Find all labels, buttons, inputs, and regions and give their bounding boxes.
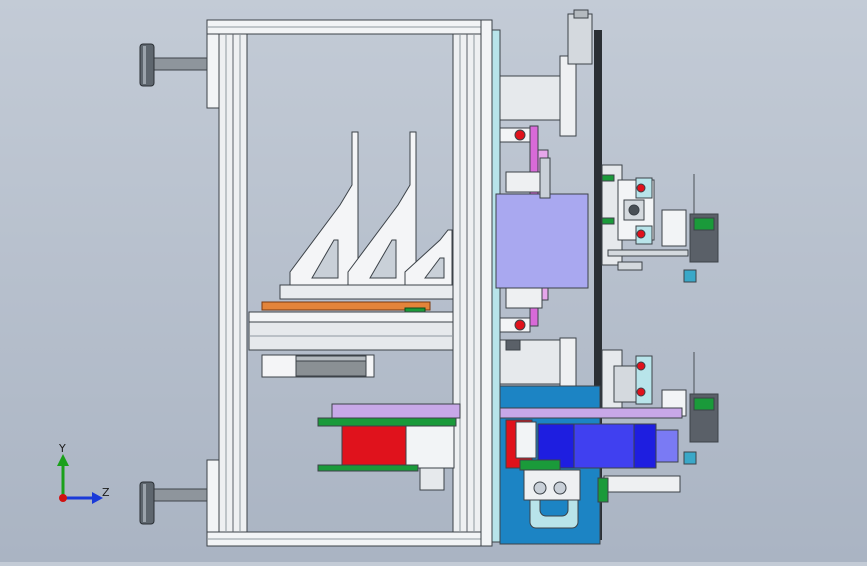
gray-cylinder — [261, 354, 375, 378]
small-bracket-parts — [505, 157, 551, 309]
middle-rail — [248, 311, 454, 351]
blue-drive-block — [505, 419, 681, 503]
z-axis-label: Z — [102, 486, 110, 499]
gusset-brackets — [279, 131, 454, 300]
lower-drive-assembly — [317, 403, 461, 491]
y-axis-label: Y — [58, 442, 66, 455]
aluminium-frame — [206, 19, 493, 547]
axis-triad: Y Z — [57, 442, 110, 504]
upper-cylinder-assembly — [601, 164, 719, 283]
vertical-back-plate — [594, 30, 602, 540]
bottom-left-foot — [139, 481, 208, 525]
lavender-slide-block — [495, 193, 589, 289]
top-left-foot — [139, 43, 208, 87]
upper-bearing-block — [499, 9, 593, 137]
lavender-guide-rail — [499, 407, 683, 419]
